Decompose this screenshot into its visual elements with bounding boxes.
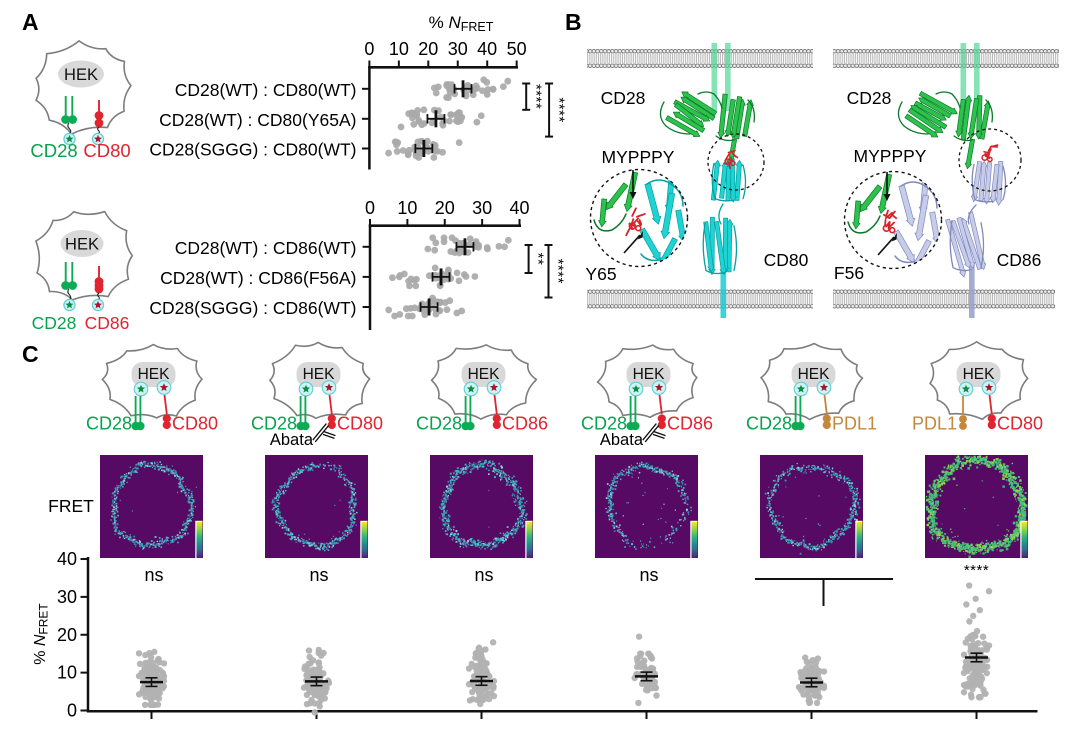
svg-text:CD80: CD80: [172, 414, 218, 434]
svg-text:Abata: Abata: [270, 431, 314, 449]
svg-text:ns: ns: [309, 565, 328, 585]
svg-text:CD28: CD28: [601, 88, 646, 108]
svg-text:40: 40: [57, 549, 77, 569]
svg-text:****: ****: [550, 259, 567, 284]
svg-text:CD28(WT) : CD80(Y65A): CD28(WT) : CD80(Y65A): [159, 110, 356, 130]
svg-text:CD86: CD86: [502, 414, 548, 434]
svg-text:CD86: CD86: [85, 313, 130, 333]
svg-text:CD28(WT) : CD80(WT): CD28(WT) : CD80(WT): [175, 80, 357, 100]
svg-text:CD28(WT) : CD86(F56A): CD28(WT) : CD86(F56A): [160, 268, 356, 288]
svg-text:10: 10: [57, 663, 77, 683]
svg-text:CD80: CD80: [997, 414, 1043, 434]
svg-text:10: 10: [389, 39, 409, 59]
svg-text:30: 30: [472, 198, 492, 218]
svg-text:HEK: HEK: [798, 366, 831, 383]
svg-text:PDL1: PDL1: [912, 414, 957, 434]
svg-text:50: 50: [507, 39, 527, 59]
svg-text:20: 20: [435, 198, 455, 218]
svg-text:HEK: HEK: [963, 366, 996, 383]
svg-text:HEK: HEK: [138, 366, 171, 383]
svg-text:PDL1: PDL1: [832, 414, 877, 434]
svg-text:CD28(SGGG) : CD80(WT): CD28(SGGG) : CD80(WT): [149, 140, 356, 160]
svg-text:20: 20: [57, 625, 77, 645]
svg-text:****: ****: [528, 84, 545, 109]
svg-text:CD86: CD86: [667, 414, 713, 434]
svg-text:CD28(SGGG) : CD86(WT): CD28(SGGG) : CD86(WT): [149, 298, 356, 318]
svg-text:****: ****: [551, 97, 568, 122]
svg-text:CD80: CD80: [764, 250, 809, 270]
svg-text:C: C: [22, 341, 39, 367]
svg-text:CD28: CD28: [251, 414, 297, 434]
svg-text:B: B: [565, 9, 582, 35]
svg-text:30: 30: [57, 587, 77, 607]
svg-text:CD80: CD80: [337, 414, 383, 434]
svg-text:40: 40: [510, 198, 530, 218]
svg-text:F56: F56: [834, 263, 864, 283]
svg-text:40: 40: [477, 39, 497, 59]
svg-text:0: 0: [365, 198, 375, 218]
svg-text:HEK: HEK: [64, 66, 98, 84]
svg-text:**: **: [530, 253, 547, 266]
svg-text:% NFRET: % NFRET: [32, 603, 51, 665]
svg-text:CD28: CD28: [581, 414, 627, 434]
svg-text:HEK: HEK: [303, 366, 336, 383]
svg-text:A: A: [22, 9, 39, 35]
svg-text:CD28(WT) : CD86(WT): CD28(WT) : CD86(WT): [175, 238, 357, 258]
svg-text:MYPPPY: MYPPPY: [602, 147, 675, 167]
svg-text:CD28: CD28: [30, 140, 77, 161]
svg-text:10: 10: [397, 198, 417, 218]
svg-text:MYPPPY: MYPPPY: [854, 146, 927, 166]
svg-text:CD28: CD28: [416, 414, 462, 434]
svg-text:CD86: CD86: [997, 250, 1042, 270]
svg-text:CD28: CD28: [32, 313, 77, 333]
svg-text:% NFRET: % NFRET: [429, 13, 494, 34]
svg-text:HEK: HEK: [65, 236, 99, 254]
svg-text:****: ****: [964, 562, 989, 579]
svg-text:HEK: HEK: [633, 366, 666, 383]
svg-text:20: 20: [418, 39, 438, 59]
svg-text:CD28: CD28: [847, 88, 892, 108]
svg-text:ns: ns: [474, 565, 493, 585]
svg-text:CD80: CD80: [83, 140, 130, 161]
svg-text:0: 0: [67, 701, 77, 721]
svg-text:ns: ns: [144, 565, 163, 585]
svg-text:0: 0: [364, 39, 374, 59]
svg-text:30: 30: [448, 39, 468, 59]
svg-text:Abata: Abata: [600, 431, 644, 449]
svg-text:CD28: CD28: [86, 414, 132, 434]
svg-text:Y65: Y65: [585, 264, 616, 284]
svg-text:ns: ns: [639, 565, 658, 585]
svg-text:HEK: HEK: [468, 366, 501, 383]
svg-text:FRET: FRET: [48, 496, 94, 516]
svg-text:CD28: CD28: [746, 414, 792, 434]
